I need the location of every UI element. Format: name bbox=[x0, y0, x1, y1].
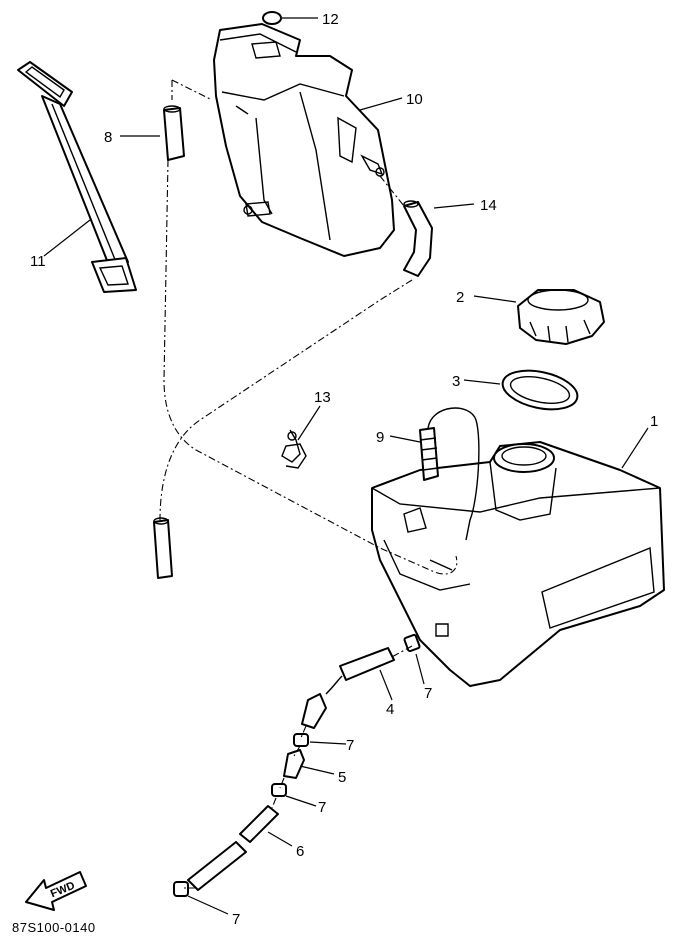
label-part-7-a: 7 bbox=[424, 685, 432, 702]
label-part-11: 11 bbox=[30, 253, 46, 270]
main-tank-part-1 bbox=[371, 441, 665, 687]
label-part-1: 1 bbox=[650, 413, 658, 430]
label-part-2: 2 bbox=[456, 289, 464, 306]
overflow-hose-end bbox=[153, 517, 173, 579]
hose-part-4 bbox=[301, 647, 395, 729]
clamp-part-7-b bbox=[293, 733, 309, 747]
clamp-part-7-a bbox=[403, 633, 421, 653]
strap-part-11 bbox=[17, 61, 137, 293]
tank-cap-part-2 bbox=[517, 289, 605, 345]
hose-part-14 bbox=[403, 200, 433, 277]
label-part-10: 10 bbox=[406, 91, 423, 108]
label-part-5: 5 bbox=[338, 769, 346, 786]
hose-part-8 bbox=[163, 105, 185, 161]
label-part-6: 6 bbox=[296, 843, 304, 860]
label-part-8: 8 bbox=[104, 129, 112, 146]
gasket-part-3 bbox=[501, 369, 579, 411]
label-part-3: 3 bbox=[452, 373, 460, 390]
leader-lines bbox=[43, 17, 649, 915]
clamp-part-7-d bbox=[173, 881, 189, 897]
clip-part-13 bbox=[281, 429, 307, 469]
forward-arrow-icon: FWD bbox=[25, 871, 87, 911]
label-part-7-b: 7 bbox=[346, 737, 354, 754]
label-part-13: 13 bbox=[314, 389, 331, 406]
label-part-9: 9 bbox=[376, 429, 384, 446]
label-part-7-d: 7 bbox=[232, 911, 240, 928]
nipple-part-9 bbox=[419, 407, 480, 541]
clamp-part-7-c bbox=[271, 783, 287, 797]
connector-part-5 bbox=[283, 749, 305, 779]
routing-lines bbox=[159, 79, 458, 889]
label-part-12: 12 bbox=[322, 11, 339, 28]
hose-part-6 bbox=[187, 805, 279, 891]
drawing-code: 87S100-0140 bbox=[12, 920, 96, 935]
reservoir-tank-part-10 bbox=[213, 23, 395, 257]
cap-part-12 bbox=[262, 11, 282, 25]
label-part-4: 4 bbox=[386, 701, 394, 718]
label-part-7-c: 7 bbox=[318, 799, 326, 816]
label-part-14: 14 bbox=[480, 197, 497, 214]
